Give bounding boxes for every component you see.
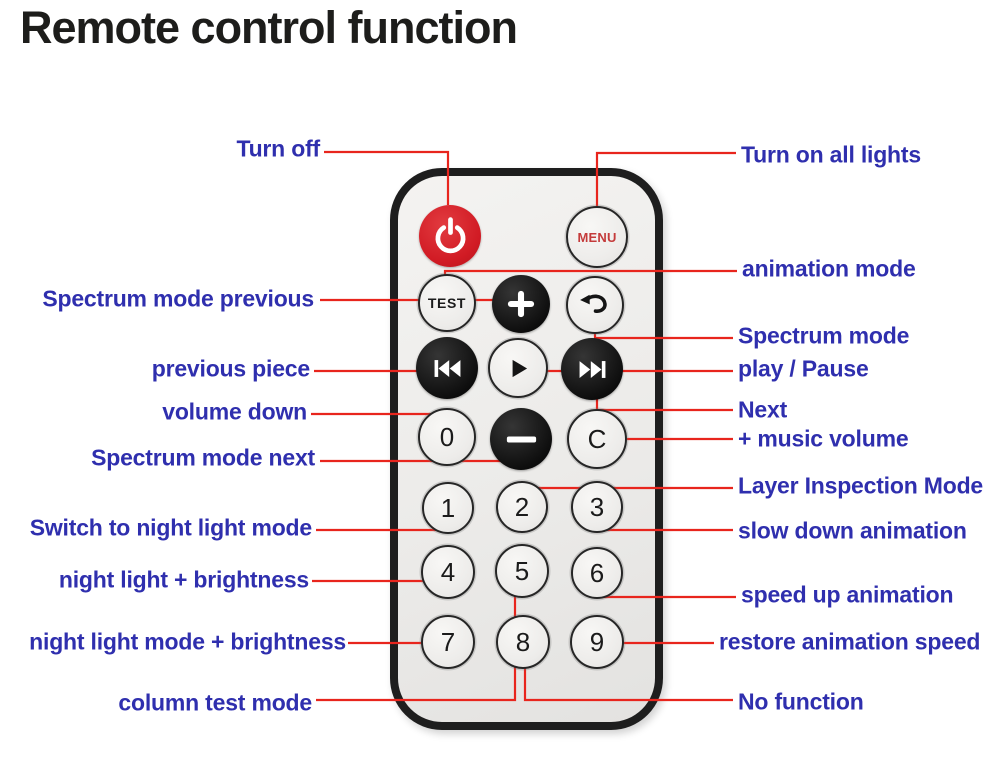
label-switch-to-night-light-mode: Switch to night light mode <box>29 514 312 541</box>
label-speed-up-animation: speed up animation <box>741 581 954 608</box>
label-next: Next <box>738 396 788 423</box>
button-menu[interactable]: MENU <box>566 206 628 268</box>
minus-icon <box>506 435 536 443</box>
label-night-light-mode-plus-brightness: night light mode + brightness <box>29 628 346 655</box>
button-menu-label: MENU <box>577 229 617 245</box>
button-clear-c[interactable]: C <box>567 409 627 469</box>
button-power[interactable] <box>419 205 481 267</box>
label-slow-down-animation: slow down animation <box>738 517 967 544</box>
button-digit-5[interactable]: 5 <box>495 544 549 598</box>
play-icon <box>512 359 527 377</box>
label-volume-down: volume down <box>162 398 307 425</box>
button-digit-6[interactable]: 6 <box>571 547 623 599</box>
button-digit-9[interactable]: 9 <box>570 615 624 669</box>
next-track-icon <box>579 360 605 378</box>
label-play-pause: play / Pause <box>738 355 869 382</box>
button-digit-8-label: 8 <box>515 627 531 657</box>
label-night-light-plus-brightness: night light + brightness <box>58 566 309 593</box>
prev-track-icon <box>434 359 460 377</box>
button-test[interactable]: TEST <box>418 274 476 332</box>
button-test-label: TEST <box>427 295 467 311</box>
button-next-track[interactable] <box>561 338 623 400</box>
label-plus-music-volume: + music volume <box>738 425 909 452</box>
button-digit-0-label: 0 <box>439 422 455 452</box>
button-minus[interactable] <box>490 408 552 470</box>
back-arrow-icon <box>580 294 607 313</box>
label-restore-animation-speed: restore animation speed <box>719 628 981 655</box>
label-no-function: No function <box>738 688 864 715</box>
label-turn-off: Turn off <box>236 135 320 162</box>
button-digit-0[interactable]: 0 <box>418 408 476 466</box>
power-icon <box>435 216 465 253</box>
label-animation-mode: animation mode <box>742 255 916 282</box>
button-digit-6-label: 6 <box>589 558 605 588</box>
button-digit-4[interactable]: 4 <box>421 545 475 599</box>
button-previous-track[interactable] <box>416 337 478 399</box>
button-digit-7[interactable]: 7 <box>421 615 475 669</box>
button-digit-1-label: 1 <box>440 493 456 523</box>
button-digit-7-label: 7 <box>440 627 456 657</box>
label-spectrum-mode-previous: Spectrum mode previous <box>42 285 314 312</box>
label-previous-piece: previous piece <box>151 355 310 382</box>
button-return[interactable] <box>566 276 624 334</box>
button-play[interactable] <box>488 338 548 398</box>
button-clear-c-label: C <box>587 424 607 454</box>
button-digit-2[interactable]: 2 <box>496 481 548 533</box>
label-spectrum-mode: Spectrum mode <box>738 322 910 349</box>
button-plus[interactable] <box>492 275 550 333</box>
page-title: Remote control function <box>20 2 518 53</box>
button-digit-8[interactable]: 8 <box>496 615 550 669</box>
button-digit-1[interactable]: 1 <box>422 482 474 534</box>
label-column-test-mode: column test mode <box>118 689 312 716</box>
label-spectrum-mode-next: Spectrum mode next <box>91 444 315 471</box>
button-digit-9-label: 9 <box>589 627 605 657</box>
label-layer-inspection-mode: Layer Inspection Mode <box>738 472 984 499</box>
button-digit-4-label: 4 <box>440 557 456 587</box>
label-turn-on-all-lights: Turn on all lights <box>741 141 921 168</box>
plus-icon <box>507 290 535 318</box>
button-digit-3[interactable]: 3 <box>571 481 623 533</box>
button-digit-5-label: 5 <box>514 556 530 586</box>
button-digit-3-label: 3 <box>589 492 605 522</box>
button-digit-2-label: 2 <box>514 492 530 522</box>
